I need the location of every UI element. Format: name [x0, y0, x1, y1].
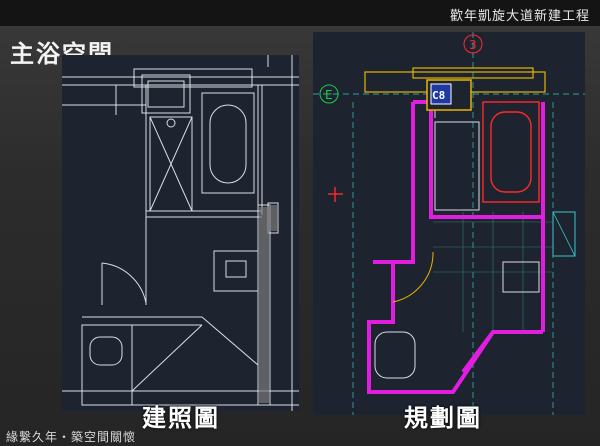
- planning-drawing-caption: 規劃圖: [404, 403, 482, 432]
- footer-slogan: 緣繫久年・築空間關懷: [6, 430, 137, 444]
- top-bar: 歡年凱旋大道新建工程: [0, 0, 600, 26]
- plan-tag: C8: [432, 89, 445, 102]
- planning-floor-plan: C8 3 E: [313, 32, 585, 415]
- planning-drawing-panel: C8 3 E: [313, 32, 585, 415]
- permit-drawing-panel: [62, 55, 299, 411]
- grid-bubble-top: 3: [469, 38, 477, 52]
- project-title: 歡年凱旋大道新建工程: [449, 9, 590, 24]
- permit-drawing-caption: 建照圖: [142, 403, 220, 432]
- grid-bubble-left: E: [325, 88, 333, 102]
- permit-floor-plan: [62, 55, 299, 411]
